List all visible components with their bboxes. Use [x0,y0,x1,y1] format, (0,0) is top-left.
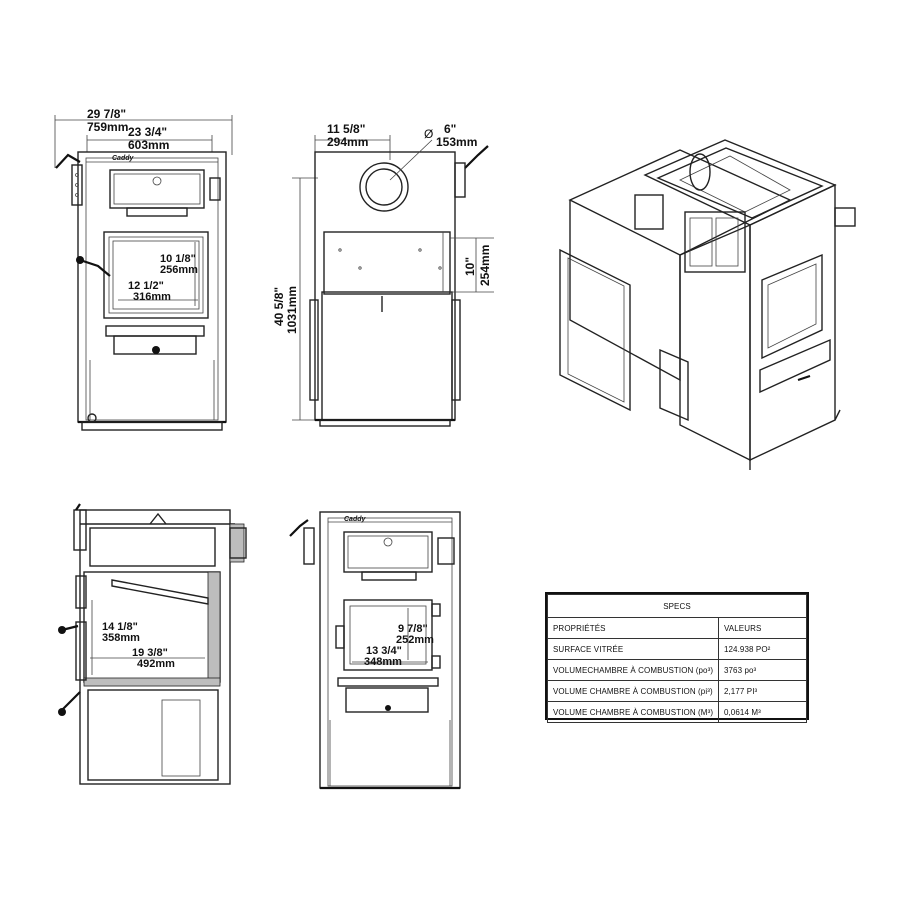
table-row: VOLUME CHAMBRE À COMBUSTION (M³) 0,0614 … [547,701,808,723]
specs-property: VOLUME CHAMBRE À COMBUSTION (pi³) [547,680,719,702]
front-open-drawing [289,511,461,790]
dim-overall-width-mm: 759mm [87,120,129,134]
dim-opening-height-mm: 252mm [396,634,434,646]
dim-body-width-mm: 603mm [128,138,170,152]
section-view-drawing [58,503,247,785]
isometric-view [540,120,870,470]
dim-height-mm: 1031mm [285,285,299,334]
dim-chamber-height-in: 14 1/8" [102,621,138,633]
dim-opening-mm: 254mm [478,244,492,286]
table-row: VOLUMECHAMBRE À COMBUSTION (po³) 3763 po… [547,659,808,681]
dim-chamber-depth-mm: 492mm [137,658,175,670]
dim-height-in: 40 5/8" [272,286,286,326]
dim-door-width-mm: 316mm [133,291,171,303]
specs-header-row: PROPRIÉTÉS VALEURS [547,617,808,639]
section-view: 14 1/8" 358mm 19 3/8" 492mm [40,500,260,800]
dim-opening-width-mm: 348mm [364,656,402,668]
specs-value: 2,177 PI³ [717,680,808,702]
table-row: VOLUME CHAMBRE À COMBUSTION (pi³) 2,177 … [547,680,808,702]
isometric-drawing [559,139,856,470]
table-row: SURFACE VITRÉE 124.938 PO² [547,638,808,660]
dim-opening-width-in: 13 3/4" [366,645,402,657]
front-open-view: Caddy 9 7/8" 252mm 13 3/4" 348mm [280,500,480,800]
dim-body-width-in: 23 3/4" [128,125,168,139]
dim-chamber-depth-in: 19 3/8" [132,647,168,659]
dim-opening-height-in: 9 7/8" [398,623,428,635]
specs-value: 124.938 PO² [717,638,808,660]
specs-title: SPECS [547,594,807,618]
side-view-drawing [292,135,494,427]
dim-flue-dia-symbol: Ø [424,127,434,141]
dim-door-height-mm: 256mm [160,264,198,276]
specs-property: VOLUMECHAMBRE À COMBUSTION (po³) [547,659,719,681]
front-logo: Caddy [112,155,134,162]
side-view: 11 5/8" 294mm Ø 6" 153mm 40 5/8" 1031mm … [260,0,520,440]
dim-door-height-in: 10 1/8" [160,253,196,265]
specs-value: 3763 po³ [717,659,808,681]
specs-property: VOLUME CHAMBRE À COMBUSTION (M³) [547,701,719,723]
dim-flue-dia-mm: 153mm [436,135,478,149]
dim-chamber-height-mm: 358mm [102,632,140,644]
dim-flue-dia-in: 6" [444,122,457,136]
dim-opening-in: 10" [463,256,477,276]
dim-flue-offset-in: 11 5/8" [327,122,366,136]
dim-overall-width-in: 29 7/8" [87,107,127,121]
specs-property: SURFACE VITRÉE [547,638,719,660]
specs-value: 0,0614 M³ [717,701,808,723]
dim-door-width-in: 12 1/2" [128,280,164,292]
specs-table: SPECS PROPRIÉTÉS VALEURS SURFACE VITRÉE … [545,592,809,723]
front-view: 29 7/8" 759mm 23 3/4" 603mm Caddy 10 1/8… [0,0,260,440]
specs-header-value: VALEURS [717,617,808,639]
front-view-drawing [54,115,233,431]
dim-flue-offset-mm: 294mm [327,135,369,149]
open-view-logo: Caddy [344,516,366,523]
specs-header-property: PROPRIÉTÉS [547,617,719,639]
